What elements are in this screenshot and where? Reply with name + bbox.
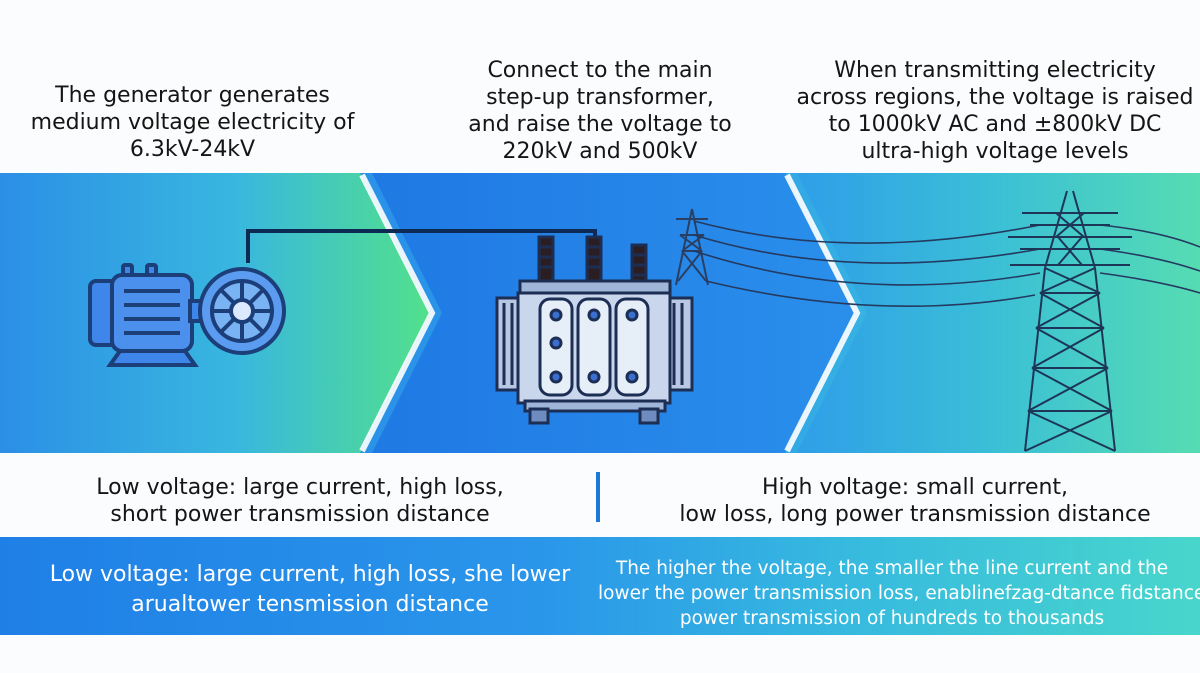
- summary-line: short power transmission distance: [110, 502, 490, 527]
- footer-line: power transmission of hundreds to thousa…: [679, 608, 1105, 629]
- caption-line: 220kV and 500kV: [502, 139, 698, 164]
- illustration-band: [0, 173, 1200, 453]
- caption-line: 6.3kV-24kV: [129, 137, 256, 162]
- transmission-tower-icon: [1008, 190, 1132, 452]
- transmission-lines: [693, 220, 1200, 307]
- bottom-banner: [0, 537, 1200, 635]
- summary-line: low loss, long power transmission distan…: [679, 502, 1151, 527]
- transformer-icon: [495, 235, 694, 425]
- generator-caption: The generator generates medium voltage e…: [20, 82, 365, 163]
- summary-line: High voltage: small current,: [761, 475, 1069, 500]
- divider: [596, 472, 600, 522]
- chevron-arrow-icon: [784, 173, 861, 453]
- caption-line: The generator generates: [55, 83, 330, 108]
- footer-line: The higher the voltage, the smaller the …: [615, 558, 1169, 579]
- footer-right-text: The higher the voltage, the smaller the …: [598, 556, 1200, 631]
- footer-left-text: Low voltage: large current, high loss, s…: [30, 560, 590, 620]
- footer-line: lower the power transmission loss, enabl…: [598, 583, 1200, 604]
- caption-line: step-up transformer,: [486, 85, 714, 110]
- summary-line: Low voltage: large current, high loss,: [96, 475, 504, 500]
- high-voltage-summary: High voltage: small current, low loss, l…: [650, 474, 1180, 528]
- step-up-caption: Connect to the main step-up transformer,…: [440, 57, 760, 165]
- caption-line: When transmitting electricity: [834, 58, 1156, 83]
- footer-line: Low voltage: large current, high loss, s…: [49, 562, 571, 587]
- illustration-svg: [0, 173, 1200, 453]
- generator-icon: [88, 263, 286, 367]
- uhv-caption: When transmitting electricity across reg…: [790, 57, 1200, 165]
- caption-line: medium voltage electricity of: [30, 110, 355, 135]
- caption-line: Connect to the main: [487, 58, 713, 83]
- footer-line: arualtower tensmission distance: [131, 592, 489, 617]
- chevron-arrow-icon: [359, 173, 436, 453]
- caption-line: ultra-high voltage levels: [861, 139, 1129, 164]
- low-voltage-summary: Low voltage: large current, high loss, s…: [60, 474, 540, 528]
- caption-line: across regions, the voltage is raised: [796, 85, 1194, 110]
- caption-line: and raise the voltage to: [468, 112, 732, 137]
- caption-line: to 1000kV AC and ±800kV DC: [828, 112, 1162, 137]
